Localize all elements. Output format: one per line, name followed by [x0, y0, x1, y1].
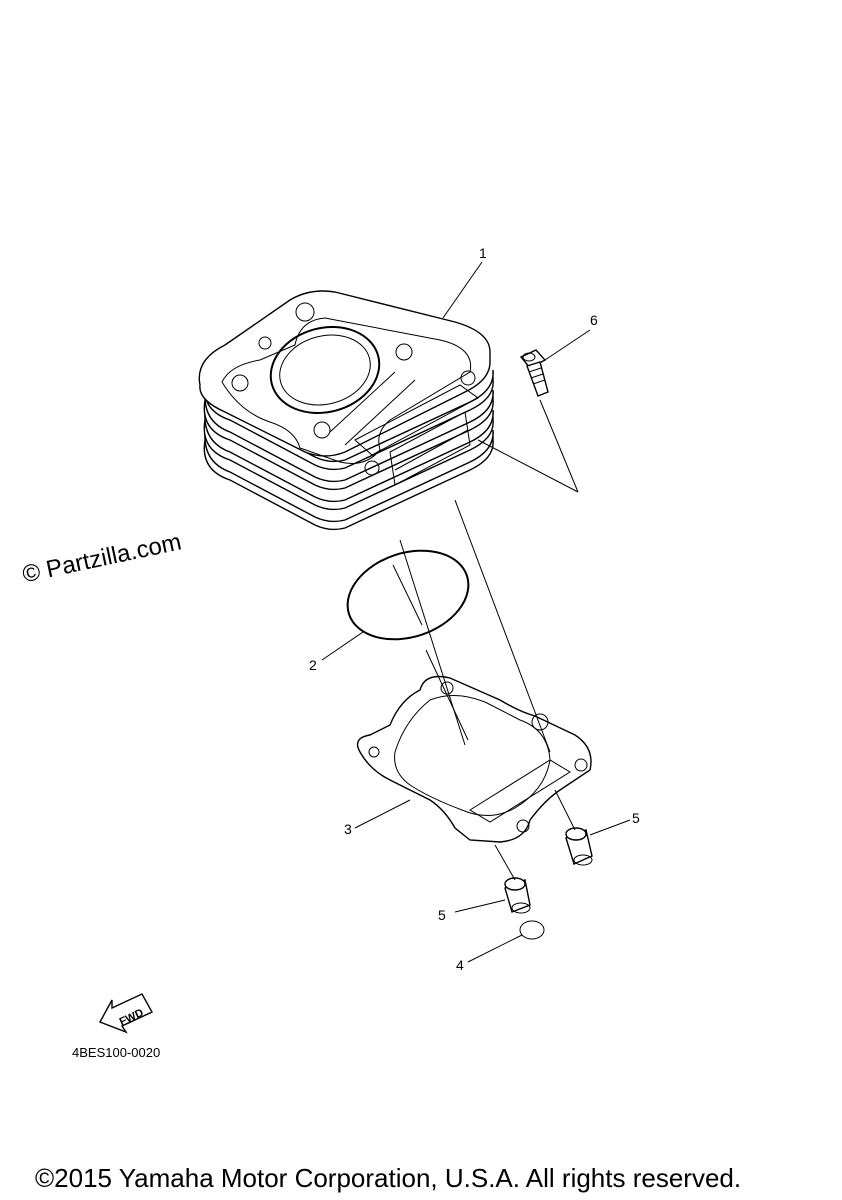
callout-5-left: 5: [438, 907, 446, 923]
copyright-notice: ©2015 Yamaha Motor Corporation, U.S.A. A…: [35, 1163, 742, 1193]
callout-3: 3: [344, 821, 352, 837]
callout-4: 4: [456, 957, 464, 973]
dowel-pin-part-5-left: [504, 877, 531, 914]
callout-5-right: 5: [632, 810, 640, 826]
alignment-lines: [392, 399, 579, 881]
callout-2: 2: [309, 657, 317, 673]
diagram-code: 4BES100-0020: [72, 1045, 161, 1060]
o-ring-part-2: [346, 549, 470, 641]
fwd-arrow-icon: FWD: [99, 993, 153, 1034]
callout-leaders: [321, 261, 631, 963]
dowel-pin-part-5-right: [565, 827, 593, 866]
small-o-ring-part-4: [519, 920, 545, 940]
callout-6: 6: [590, 312, 598, 328]
callout-1: 1: [479, 245, 487, 261]
bolt-part-6: [519, 349, 549, 397]
base-gasket-part-3: [356, 675, 592, 843]
cylinder-part-1: [198, 290, 494, 531]
